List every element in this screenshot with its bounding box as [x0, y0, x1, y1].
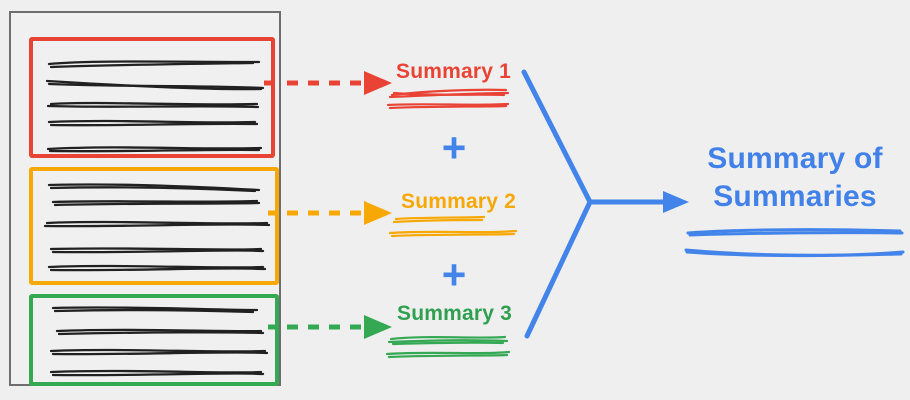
summary-1-scribble-lines [386, 88, 510, 110]
summary-2-scribble-lines [388, 215, 518, 238]
final-summary-scribble-lines [684, 228, 905, 258]
summary-1-label: Summary 1 [396, 60, 512, 83]
chunk-orange-text-scribbles [43, 183, 271, 272]
summary-3-label: Summary 3 [397, 302, 513, 325]
document-chunk-orange [29, 167, 279, 285]
dashed-arrow-green [268, 315, 392, 339]
plus-icon: + [441, 251, 467, 298]
source-document [9, 11, 281, 386]
converge-arrow-blue [521, 69, 689, 339]
summary-3-scribble-lines [385, 335, 511, 359]
document-chunk-green [29, 294, 279, 386]
summary-of-summaries-title: Summary of Summaries [707, 142, 883, 213]
chunk-red-text-scribbles [45, 60, 265, 153]
dashed-arrow-orange [268, 201, 392, 225]
chunk-green-text-scribbles [49, 306, 269, 377]
summary-2-label: Summary 2 [401, 190, 517, 213]
document-chunk-red [29, 37, 275, 158]
plus-icon: + [441, 124, 467, 171]
dashed-arrow-red [264, 71, 392, 95]
